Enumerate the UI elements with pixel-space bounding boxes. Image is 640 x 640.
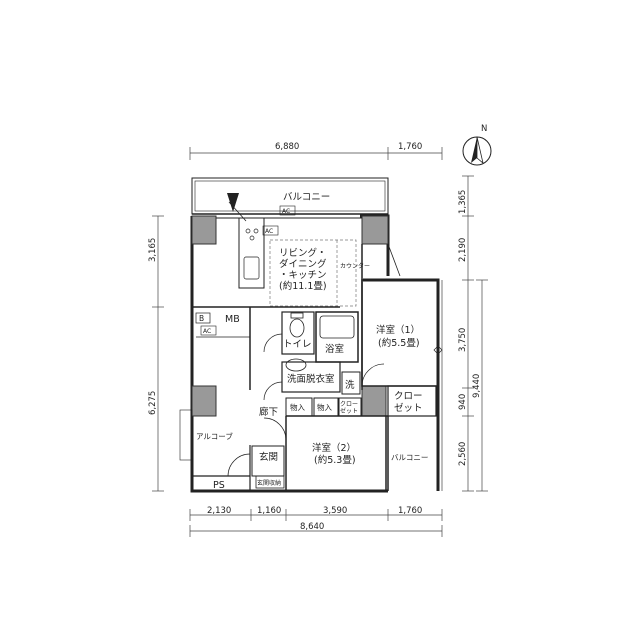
- washroom: [263, 358, 361, 401]
- ldk-label-line2: ダイニング: [279, 258, 327, 270]
- dim-top-living: 6,880: [275, 142, 299, 152]
- toilet-label: トイレ: [283, 339, 312, 350]
- entry-arrow-icon: [227, 193, 239, 212]
- structural-columns: [191, 215, 389, 417]
- ps-label: PS: [213, 480, 225, 491]
- ldk-area: [192, 217, 401, 390]
- washroom-label: 洗面脱衣室: [287, 373, 335, 385]
- dim-bottom-total: 8,640: [300, 522, 324, 532]
- small-closet-label: クロー: [340, 401, 358, 408]
- shoe-storage-label: 玄関収納: [257, 479, 281, 487]
- dim-right-ldk: 2,190: [458, 238, 468, 262]
- dim-right-bedroom1: 3,750: [458, 328, 468, 352]
- dim-bottom-alcove: 2,130: [207, 506, 231, 516]
- bedroom-2: [263, 416, 387, 491]
- counter-label: カウンター: [340, 262, 370, 270]
- dim-right-balcony: 1,365: [458, 190, 468, 214]
- dimension-lines: [152, 147, 488, 537]
- balcony-top: [191, 177, 389, 215]
- bath-label: 浴室: [325, 343, 344, 355]
- balcony-right: [387, 280, 443, 491]
- dim-bottom-bedroom2: 3,590: [323, 506, 347, 516]
- compass-north-label: N: [481, 124, 487, 134]
- ldk-label-line1: リビング・: [279, 247, 327, 259]
- north-compass: N: [462, 124, 492, 166]
- bedroom2-size: (約5.3畳): [314, 454, 356, 466]
- hallway-label: 廊下: [259, 406, 278, 418]
- bedroom1-size: (約5.5畳): [378, 337, 420, 349]
- dim-bottom-entrance: 1,160: [257, 506, 281, 516]
- dim-right-closet: 940: [458, 394, 468, 410]
- storage-row: [285, 385, 437, 417]
- svg-text:ゼット: ゼット: [340, 407, 358, 415]
- balcony-right-label: バルコニー: [391, 453, 428, 462]
- dim-left-upper: 3,165: [148, 238, 158, 262]
- ac-ldk-label: AC: [265, 228, 273, 235]
- dim-top-bedroom: 1,760: [398, 142, 422, 152]
- b-label: B: [199, 314, 204, 323]
- dim-right-bedroom2: 2,560: [458, 442, 468, 466]
- dim-right-total: 9,440: [472, 374, 482, 398]
- toilet-room: [263, 311, 315, 355]
- ldk-label-line3: ・キッチン: [279, 270, 327, 281]
- washing-machine-label: 洗: [345, 379, 355, 391]
- closet-label-line2: ゼット: [394, 402, 423, 414]
- closet-label-line1: クロー: [394, 391, 423, 402]
- bedroom1-label: 洋室（1）: [376, 324, 420, 336]
- entrance-label: 玄関: [259, 451, 278, 463]
- mb-alcove: [179, 307, 251, 491]
- dim-left-lower: 6,275: [148, 391, 158, 415]
- ac-outdoor-label: AC: [282, 208, 290, 215]
- storage2-label: 物入: [317, 402, 332, 412]
- ac-mb-label: AC: [203, 328, 211, 335]
- dim-bottom-balcony: 1,760: [398, 506, 422, 516]
- mb-label: MB: [225, 314, 240, 325]
- ldk-size: (約11.1畳): [279, 280, 327, 292]
- bedroom2-label: 洋室（2）: [312, 442, 356, 454]
- storage1-label: 物入: [290, 402, 305, 412]
- balcony-top-label: バルコニー: [283, 192, 330, 203]
- alcove-label: アルコーブ: [196, 431, 233, 441]
- entrance: [251, 445, 285, 489]
